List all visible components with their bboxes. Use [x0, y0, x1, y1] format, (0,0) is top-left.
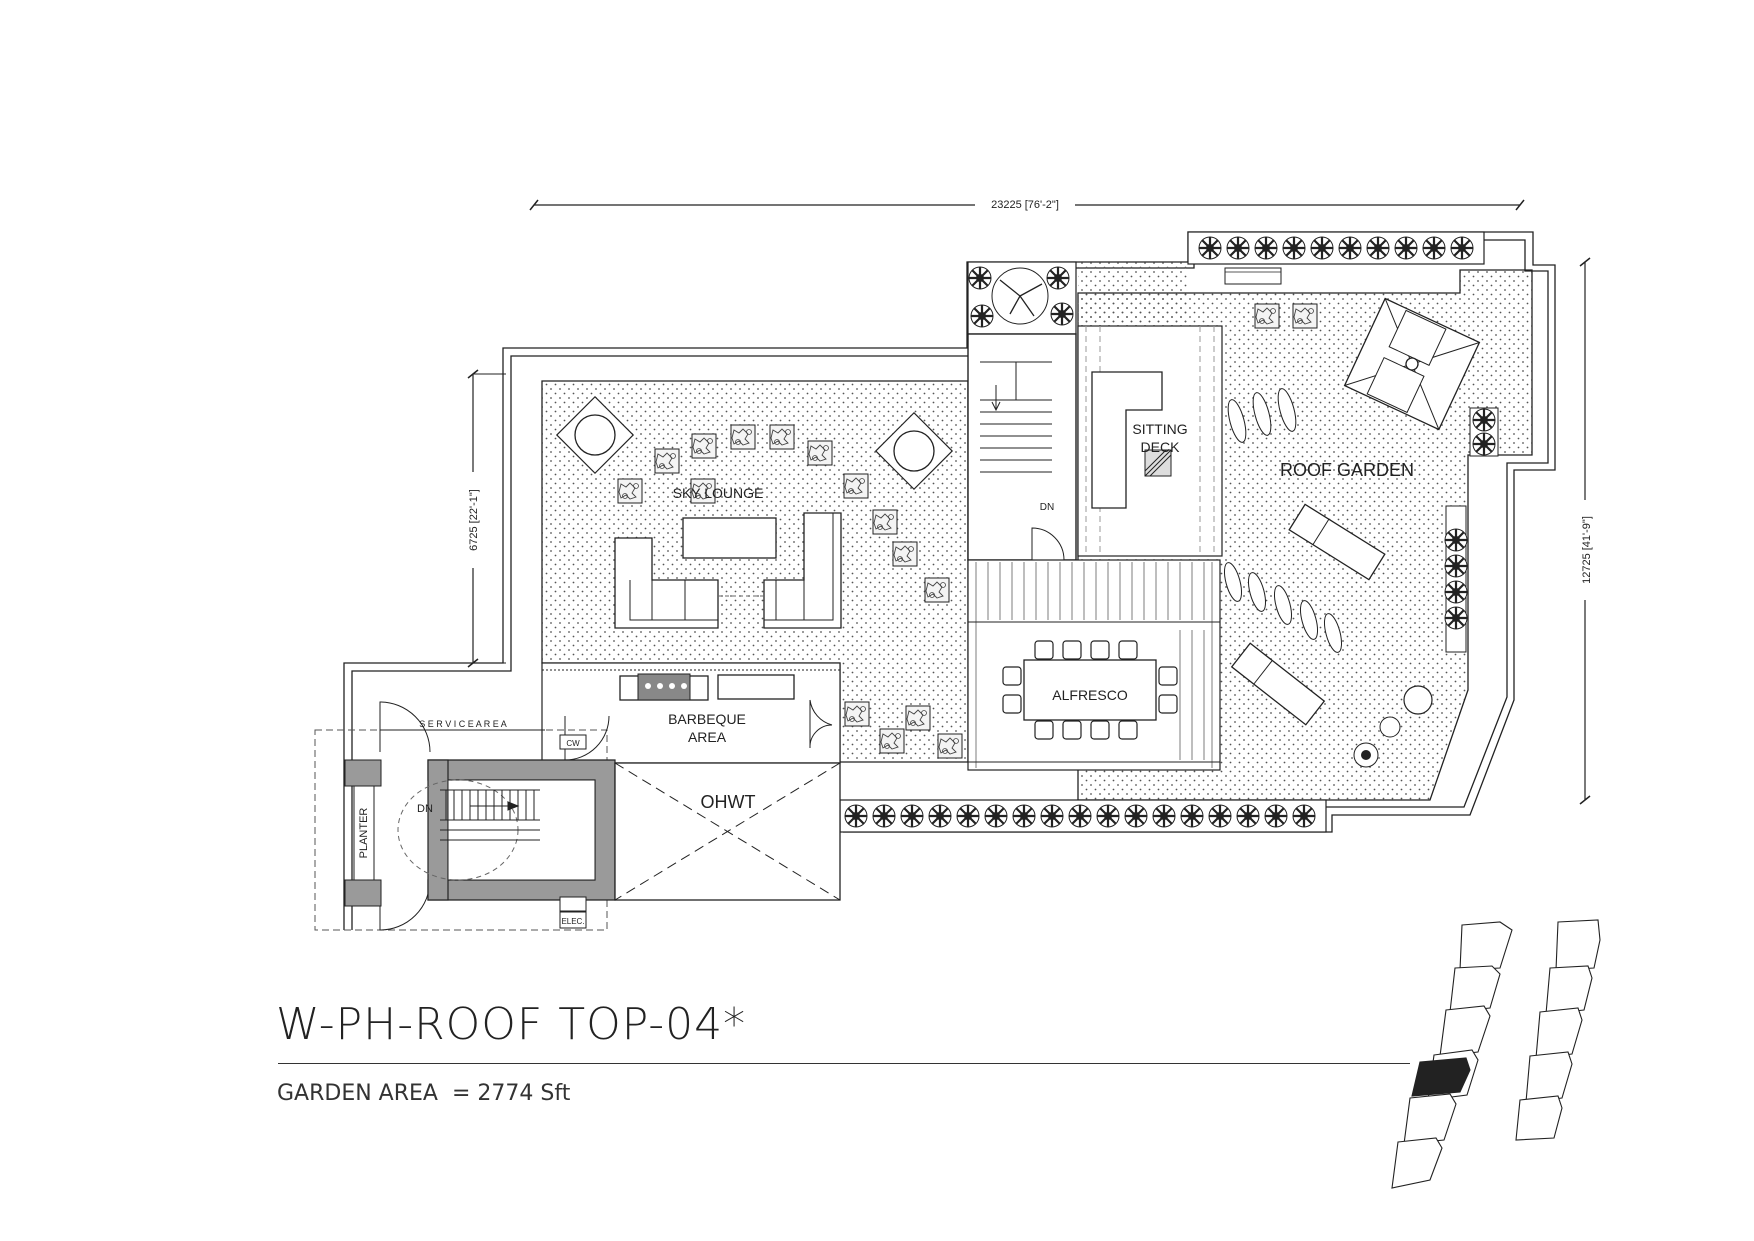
key-plan-block-left — [1391, 921, 1513, 1189]
sitting-deck-label-2: DECK — [1141, 439, 1181, 455]
sky-lounge-label: SKY LOUNGE — [673, 485, 764, 501]
garden-area-label: GARDEN AREA — [277, 1081, 438, 1106]
elec-label: ELEC. — [561, 917, 584, 926]
alfresco-label: ALFRESCO — [1052, 687, 1128, 703]
sitting-deck-label-1: SITTING — [1132, 421, 1187, 437]
barbeque-label-2: AREA — [688, 729, 727, 745]
roof-garden-furniture — [1223, 267, 1499, 768]
lower-stair-core — [344, 734, 616, 929]
barbeque-area — [541, 662, 841, 764]
lower-planter-strip — [839, 799, 1327, 833]
sky-lounge-furniture — [555, 395, 963, 759]
planter-label: PLANTER — [358, 808, 370, 859]
garden-area-value: = 2774 Sft — [451, 1081, 571, 1106]
upper-stair-core — [967, 261, 1077, 561]
ohwt-tank — [614, 762, 841, 901]
dimension-overall-depth — [1577, 257, 1593, 805]
drawing-title-block: W-PH-ROOF TOP-04* — [276, 1003, 746, 1047]
key-plan-highlighted-unit — [1411, 1057, 1471, 1097]
drawing-title: W-PH-ROOF TOP-04* — [276, 999, 747, 1050]
dimension-depth-label: 12725 [41'-9"] — [1581, 516, 1593, 584]
cw-label: CW — [566, 739, 580, 748]
sitting-deck — [1077, 325, 1223, 557]
roof-garden-label: ROOF GARDEN — [1280, 460, 1414, 480]
title-underline — [278, 1063, 1410, 1064]
key-plan — [1391, 919, 1601, 1189]
garden-area-caption: GARDEN AREA = 2774 Sft — [277, 1081, 570, 1106]
dimension-overall-width — [529, 197, 1525, 211]
dimension-width-label: 23225 [76'-2"] — [991, 199, 1059, 211]
barbeque-label-1: BARBEQUE — [668, 711, 746, 727]
upper-planter-strip — [1187, 231, 1485, 265]
upper-stair-dn-label: DN — [1040, 502, 1054, 513]
dimension-lounge-label: 6725 [22'-1"] — [468, 489, 480, 551]
alfresco-pergola — [967, 559, 1221, 771]
key-plan-block-right — [1515, 919, 1601, 1141]
lower-stair-dn-label: DN — [417, 803, 433, 815]
ohwt-label: OHWT — [701, 792, 756, 812]
service-area-label: S E R V I C E A R E A — [419, 719, 507, 729]
